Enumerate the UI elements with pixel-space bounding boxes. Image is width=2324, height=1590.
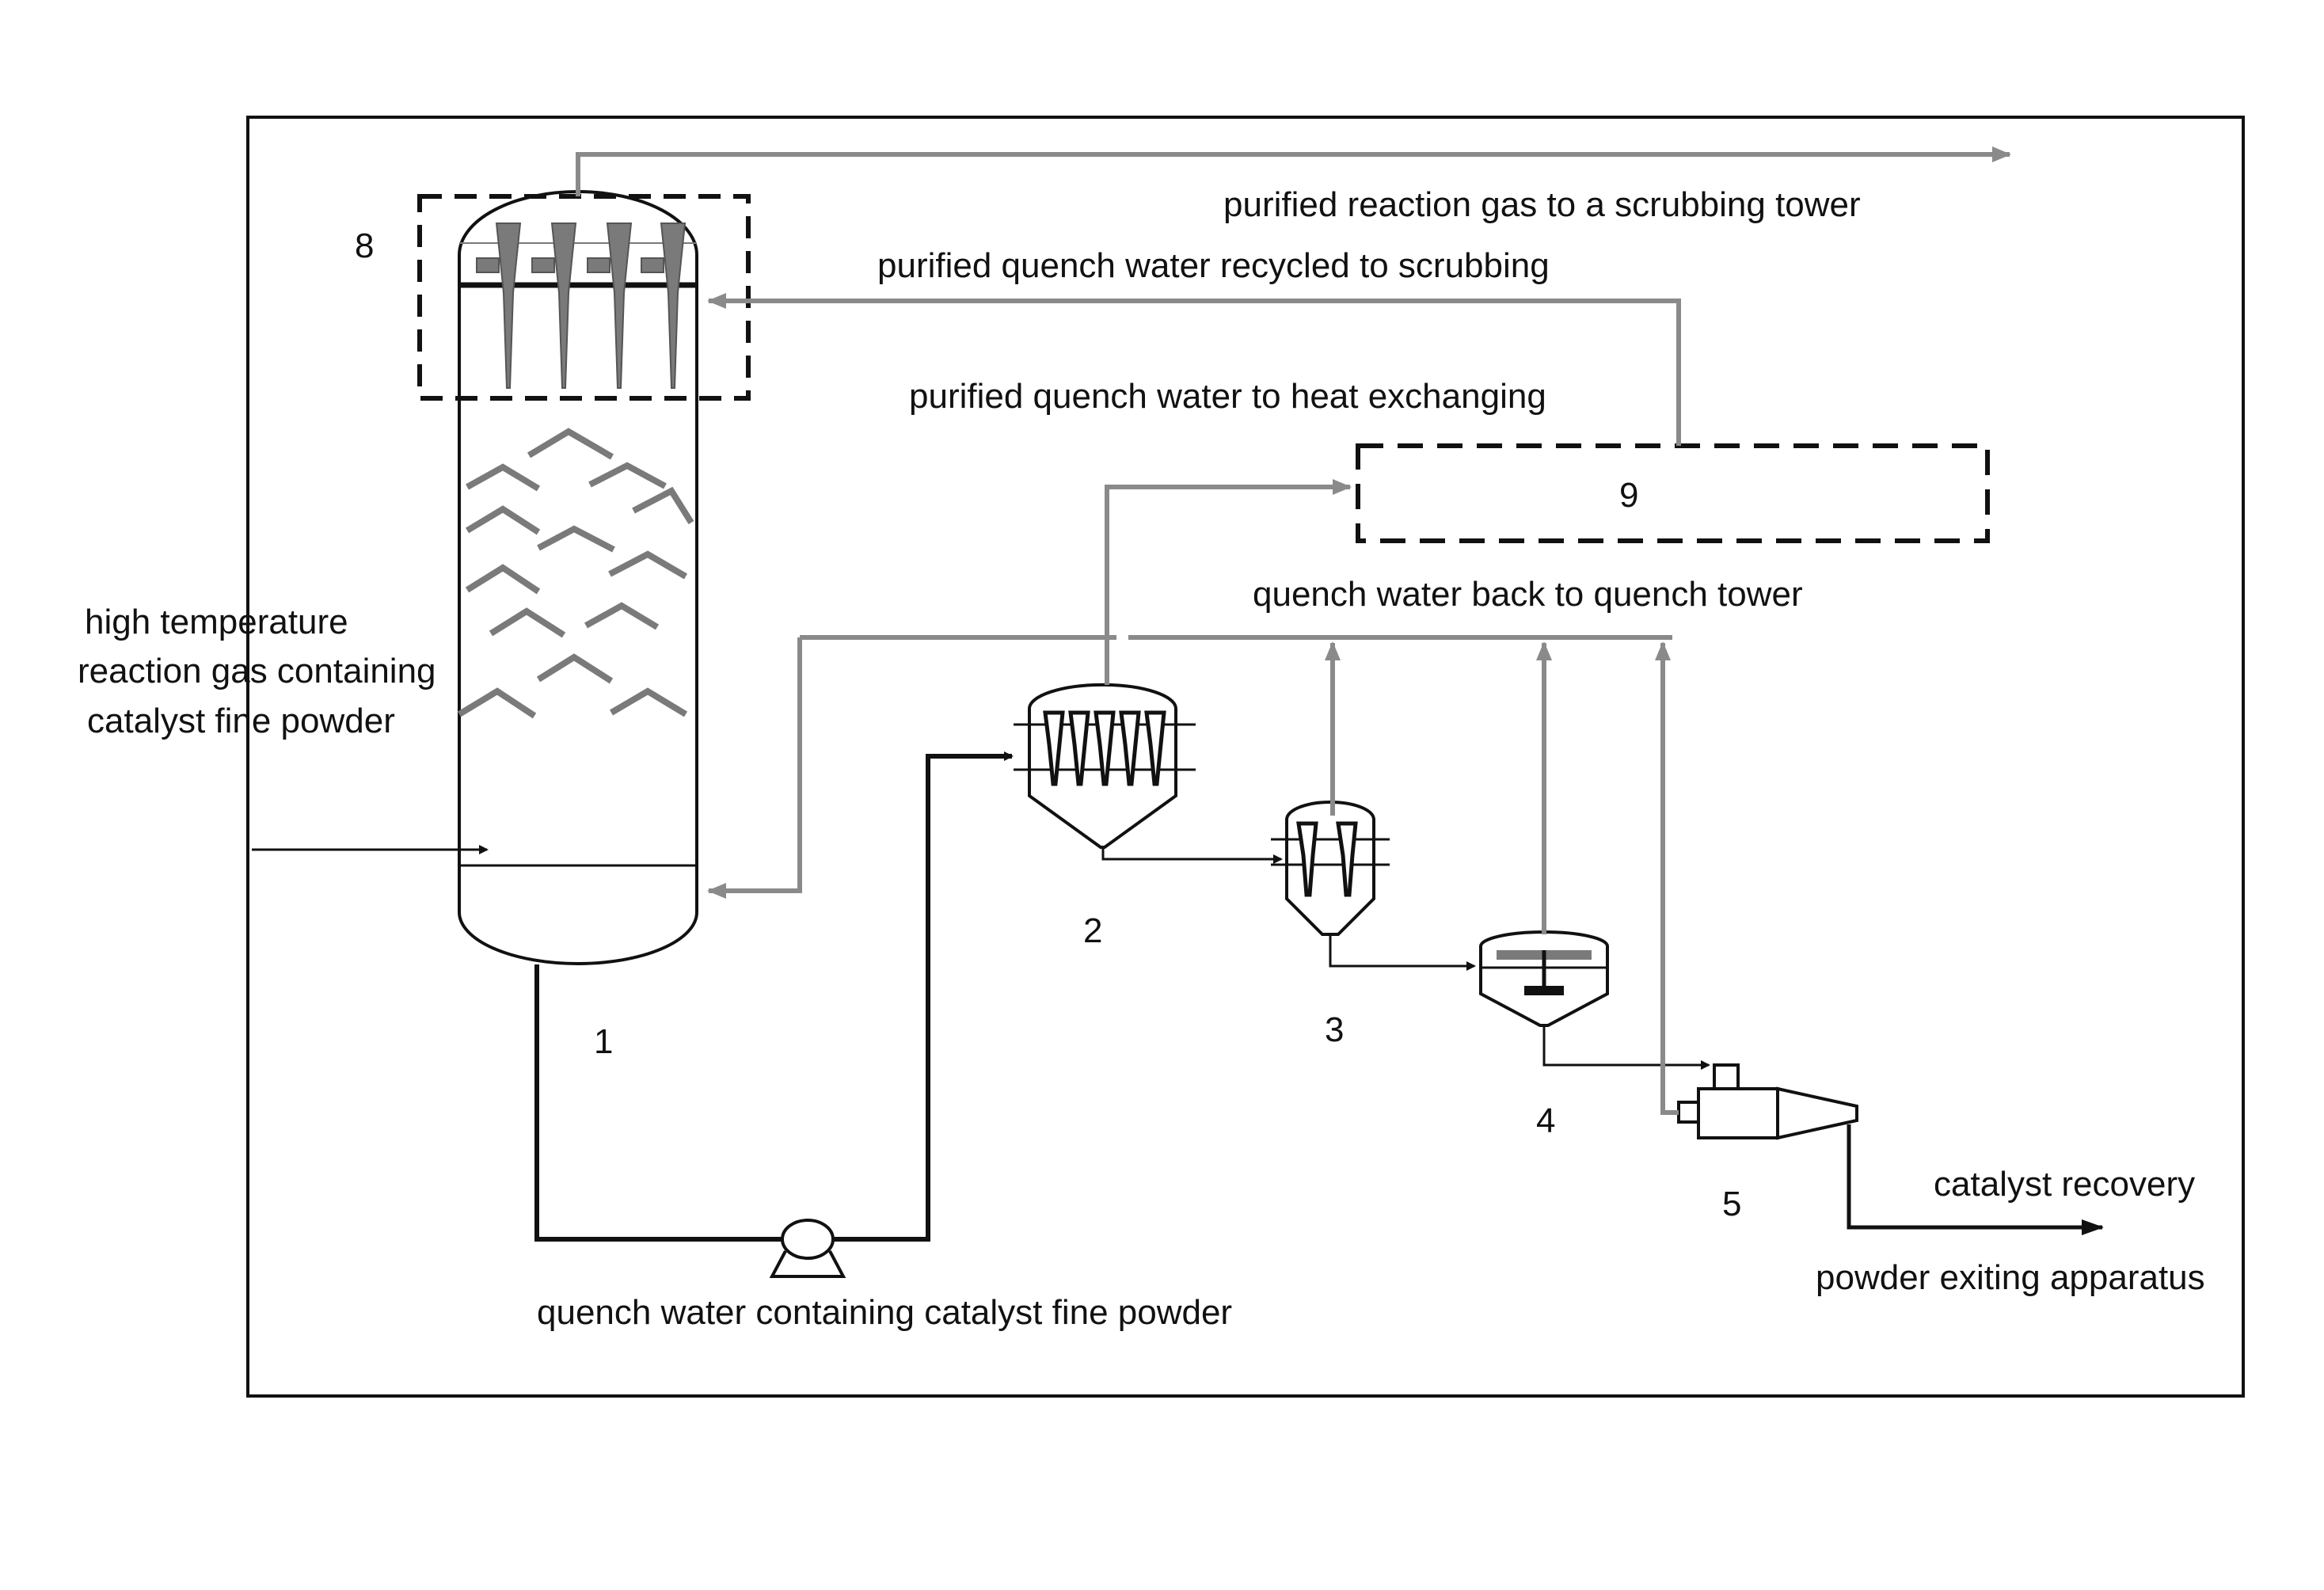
secondary-hydrocyclone	[1271, 802, 1390, 934]
number-2: 2	[1083, 911, 1102, 950]
settler	[1481, 932, 1607, 1025]
label-quench-back: quench water back to quench tower	[1253, 575, 1803, 614]
outer-frame	[248, 117, 2243, 1396]
water-lines	[578, 154, 2010, 1113]
pump-icon	[772, 1220, 843, 1276]
number-8: 8	[355, 226, 374, 265]
label-catalyst-recovery: catalyst recovery	[1934, 1165, 2195, 1204]
number-3: 3	[1325, 1010, 1344, 1049]
number-1: 1	[594, 1022, 613, 1061]
label-powder-exiting: powder exiting apparatus	[1816, 1258, 2205, 1297]
number-4: 4	[1536, 1101, 1555, 1140]
top-separator-box	[420, 196, 748, 398]
number-9: 9	[1619, 476, 1638, 515]
label-purified-quench-heat: purified quench water to heat exchanging	[909, 377, 1546, 416]
primary-hydrocyclone	[1014, 685, 1196, 847]
number-5: 5	[1722, 1185, 1741, 1223]
label-high-temp-gas-2: reaction gas containing	[78, 652, 436, 690]
quench-tower	[459, 192, 697, 964]
label-purified-reaction-gas: purified reaction gas to a scrubbing tow…	[1223, 185, 1861, 224]
process-lines	[252, 756, 2102, 1239]
heat-exchange-box	[1358, 446, 1987, 541]
label-quench-water-powder: quench water containing catalyst fine po…	[537, 1293, 1232, 1332]
top-cyclones	[477, 223, 685, 388]
centrifuge	[1679, 1065, 1857, 1138]
chevron-baffle-icon	[459, 432, 691, 716]
label-high-temp-gas-1: high temperature	[85, 603, 348, 641]
label-purified-quench-recycled: purified quench water recycled to scrubb…	[877, 246, 1550, 285]
label-high-temp-gas-3: catalyst fine powder	[87, 702, 395, 740]
